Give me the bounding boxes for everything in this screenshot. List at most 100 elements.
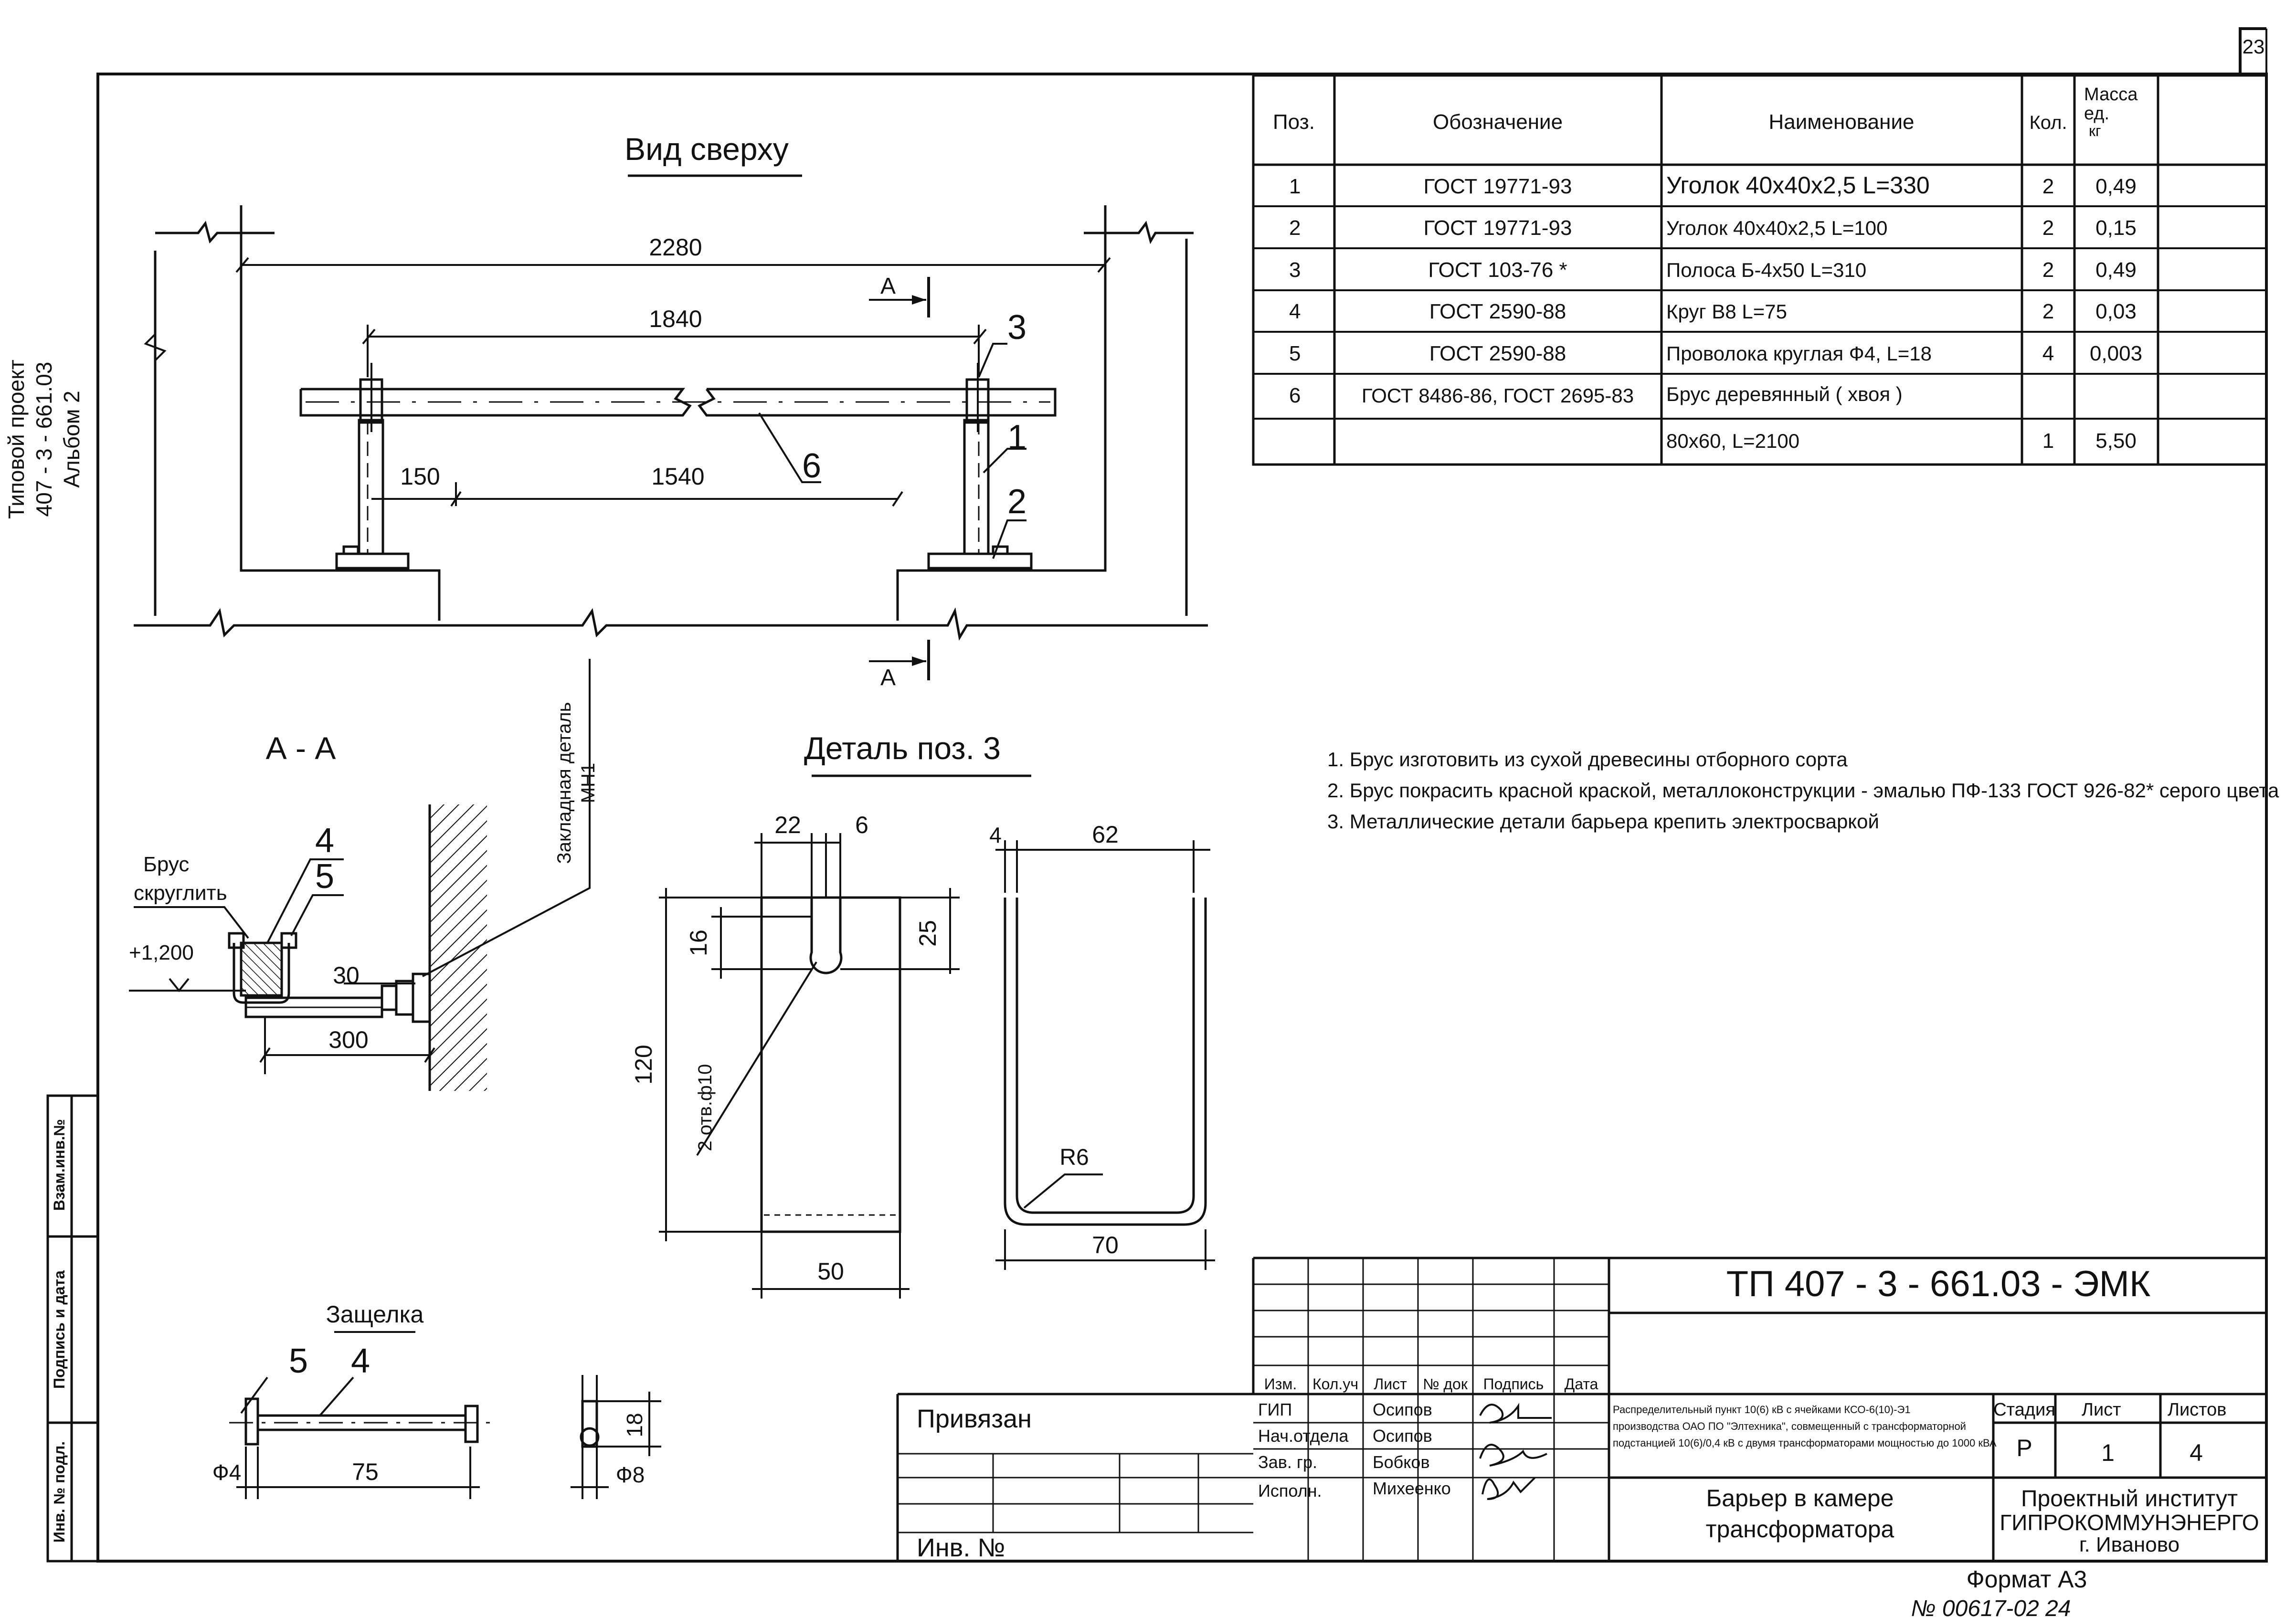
spec-r2-des: ГОСТ 19771-93 — [1424, 216, 1572, 240]
page-number: 23 — [2243, 35, 2265, 58]
spec-r1-mass: 0,49 — [2095, 175, 2137, 198]
tb-col-date: Дата — [1565, 1375, 1598, 1393]
note-1: 1. Брус изготовить из сухой древесины от… — [1327, 748, 1848, 771]
spec-h-pos: Поз. — [1273, 110, 1315, 134]
dim-25: 25 — [914, 920, 941, 947]
spec-r1-pos: 1 — [1289, 175, 1301, 198]
dim-1540: 1540 — [651, 463, 704, 490]
section-aa: А - А Закладная деталь МН1 Брус скруглит… — [129, 659, 599, 1091]
detail3-title: Деталь поз. 3 — [804, 730, 1001, 766]
top-view-title: Вид сверху — [624, 131, 789, 167]
strip-podpis: Подпись и дата — [51, 1270, 68, 1389]
callout-6: 6 — [802, 447, 821, 485]
latch-dim-75: 75 — [352, 1458, 379, 1485]
callout-2: 2 — [1007, 483, 1026, 521]
latch-dim-18: 18 — [622, 1413, 647, 1437]
strip-vzam: Взам.инв.№ — [51, 1119, 68, 1211]
spec-r3-qty: 2 — [2042, 258, 2054, 282]
section-mark-a-top: А — [880, 274, 896, 299]
spec-r2-mass: 0,15 — [2095, 216, 2137, 240]
tb-sheets-label: Листов — [2168, 1400, 2226, 1420]
tb-sheet-label: Лист — [2082, 1400, 2121, 1420]
strip-inv: Инв. № подл. — [51, 1441, 68, 1543]
svg-text:кг: кг — [2089, 122, 2101, 139]
dim-300: 300 — [328, 1026, 368, 1053]
spec-r1-name: Уголок 40х40х2,5 L=330 — [1666, 172, 1930, 199]
latch-callout-4: 4 — [351, 1342, 370, 1380]
svg-text:407 - 3 - 661.03: 407 - 3 - 661.03 — [32, 362, 56, 517]
tb-title-1: Барьер в камере — [1706, 1485, 1894, 1511]
spec-table: Поз. Обозначение Наименование Кол. Масса… — [1252, 74, 2268, 466]
section-mark-a-bottom: А — [880, 665, 896, 690]
tb-col-list: Лист — [1374, 1375, 1407, 1393]
spec-r2-qty: 2 — [2042, 216, 2054, 240]
spec-r5-mass: 0,003 — [2090, 342, 2142, 365]
spec-r4-mass: 0,03 — [2095, 300, 2137, 323]
dim-1840: 1840 — [649, 306, 702, 332]
tb-inst-2: ГИПРОКОММУНЭНЕРГО — [2000, 1510, 2259, 1535]
callout-3: 3 — [1007, 308, 1026, 347]
dim-30: 30 — [333, 962, 360, 989]
spec-r6-pos: 6 — [1289, 384, 1301, 407]
tb-desc-2: производства ОАО ПО "Элтехника", совмеще… — [1613, 1420, 1966, 1432]
latch-callout-5: 5 — [289, 1342, 308, 1380]
tb-role-nach: Нач.отдела — [1258, 1426, 1349, 1446]
spec-r3-pos: 3 — [1289, 258, 1301, 282]
spec-r3-des: ГОСТ 103-76 * — [1428, 258, 1567, 282]
spec-r7-mass: 5,50 — [2095, 429, 2137, 453]
spec-rows: 1 ГОСТ 19771-93 Уголок 40х40х2,5 L=330 2… — [1289, 172, 2142, 453]
tb-role-gip: ГИП — [1258, 1400, 1292, 1419]
latch-title: Защелка — [326, 1301, 424, 1328]
tb-col-sign: Подпись — [1483, 1375, 1544, 1393]
dim-150: 150 — [400, 463, 440, 490]
spec-r2-pos: 2 — [1289, 216, 1301, 240]
tb-col-kol: Кол.уч — [1312, 1375, 1358, 1393]
spec-r4-qty: 2 — [2042, 300, 2054, 323]
tb-col-doc: № док — [1423, 1375, 1468, 1393]
latch: Защелка 5 4 Ф4 75 — [212, 1301, 661, 1499]
spec-r4-name: Круг В8 L=75 — [1666, 300, 1787, 323]
tb-inv: Инв. № — [917, 1533, 1005, 1562]
notes: 1. Брус изготовить из сухой древесины от… — [1327, 748, 2279, 833]
format-label: Формат А3 — [1967, 1566, 2087, 1593]
tb-name-nach: Осипов — [1373, 1426, 1432, 1446]
dim-62: 62 — [1092, 821, 1119, 848]
side-stamp: Типовой проект 407 - 3 - 661.03 Альбом 2 — [4, 359, 84, 519]
aa-callout-5: 5 — [315, 857, 334, 896]
svg-text:Альбом 2: Альбом 2 — [59, 391, 84, 487]
spec-h-designation: Обозначение — [1433, 110, 1563, 134]
spec-r5-qty: 4 — [2042, 342, 2054, 365]
spec-h-qty: Кол. — [2029, 112, 2067, 133]
brus-label: Брус — [143, 853, 189, 876]
dim-2280: 2280 — [649, 234, 702, 261]
tb-desc-3: подстанцией 10(6)/0,4 кВ с двумя трансфо… — [1613, 1437, 1997, 1449]
dim-4: 4 — [989, 823, 1002, 847]
tb-name-zav: Бобков — [1373, 1452, 1430, 1472]
spec-r4-des: ГОСТ 2590-88 — [1429, 300, 1566, 323]
tb-sheets: 4 — [2190, 1439, 2203, 1466]
spec-r7-name: 80х60, L=2100 — [1666, 430, 1799, 452]
dim-120: 120 — [630, 1045, 657, 1084]
dim-6: 6 — [855, 812, 868, 838]
embedded-label: Закладная деталь — [554, 702, 575, 864]
tb-inst-1: Проектный институт — [2021, 1486, 2238, 1511]
spec-r1-des: ГОСТ 19771-93 — [1424, 175, 1572, 198]
spec-r3-mass: 0,49 — [2095, 258, 2137, 282]
brus-round-label: скруглить — [134, 881, 227, 905]
signature-marks — [1479, 1403, 1552, 1500]
tb-name-isp: Михеенко — [1373, 1479, 1451, 1498]
spec-r7-qty: 1 — [2042, 429, 2054, 453]
spec-r5-pos: 5 — [1289, 342, 1301, 365]
dim-70: 70 — [1092, 1232, 1119, 1258]
spec-r3-name: Полоса Б-4х50 L=310 — [1666, 259, 1866, 281]
spec-h-mass: Масса — [2084, 85, 2138, 105]
spec-r6-des: ГОСТ 8486-86, ГОСТ 2695-83 — [1362, 384, 1634, 407]
dim-50: 50 — [817, 1258, 844, 1285]
hole-note: 2 отв.ф10 — [695, 1064, 716, 1152]
tb-desc-1: Распределительный пункт 10(6) кВ с ячейк… — [1613, 1404, 1911, 1416]
top-view: Вид сверху 2280 — [134, 131, 1208, 690]
spec-r1-qty: 2 — [2042, 175, 2054, 198]
left-strip: Взам.инв.№ Подпись и дата Инв. № подл. — [46, 1094, 99, 1563]
sheet-frame — [96, 27, 2268, 1563]
radius-r6: R6 — [1059, 1145, 1089, 1170]
